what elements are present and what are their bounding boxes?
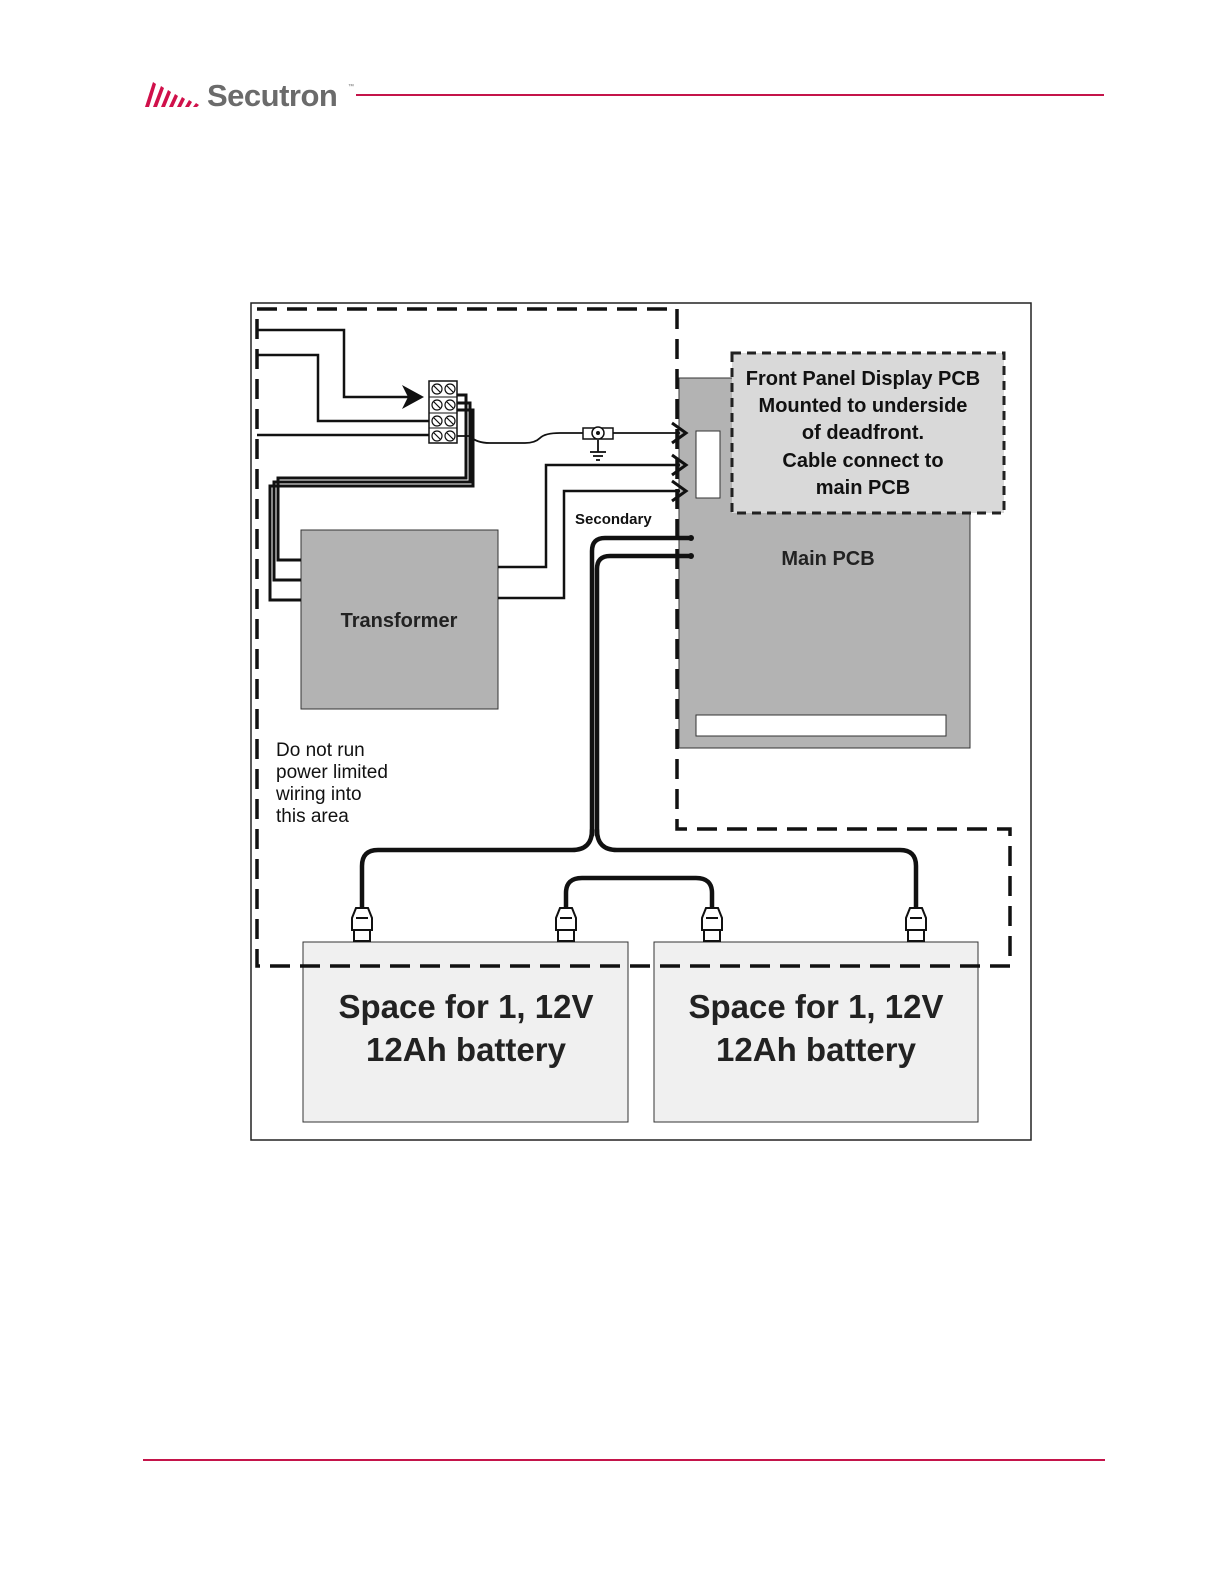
front-panel-line-2: Mounted to underside (759, 395, 968, 417)
secondary-label: Secondary (575, 511, 652, 528)
fuse-icon (583, 427, 613, 439)
main-pcb-label: Main PCB (781, 548, 874, 570)
secondary-wires (498, 465, 680, 598)
front-panel-line-4: Cable connect to (782, 450, 943, 472)
terminal-block (429, 381, 457, 443)
battery-left-line-2: 12Ah battery (366, 1031, 567, 1068)
battery-left-line-1: Space for 1, 12V (339, 988, 594, 1025)
battery-wire-terminal-1 (688, 535, 694, 541)
warning-line-2: power limited (276, 762, 388, 783)
battery-right-line-2: 12Ah battery (716, 1031, 917, 1068)
warning-text: Do not run power limited wiring into thi… (275, 740, 388, 827)
warning-line-4: this area (276, 806, 349, 827)
battery-right-line-1: Space for 1, 12V (689, 988, 944, 1025)
main-pcb-connector-strip (696, 715, 946, 736)
battery-wire-terminal-2 (688, 553, 694, 559)
battery-connector-icons (352, 908, 926, 941)
ground-wire (457, 433, 680, 460)
front-panel-line-1: Front Panel Display PCB (746, 368, 981, 390)
front-panel-line-3: of deadfront. (802, 422, 924, 444)
warning-line-3: wiring into (275, 784, 362, 805)
warning-line-1: Do not run (276, 740, 365, 761)
front-panel-line-5: main PCB (816, 477, 910, 499)
transformer-label: Transformer (341, 610, 458, 632)
ribbon-connector (696, 431, 720, 498)
ac-input-wires (257, 330, 430, 435)
